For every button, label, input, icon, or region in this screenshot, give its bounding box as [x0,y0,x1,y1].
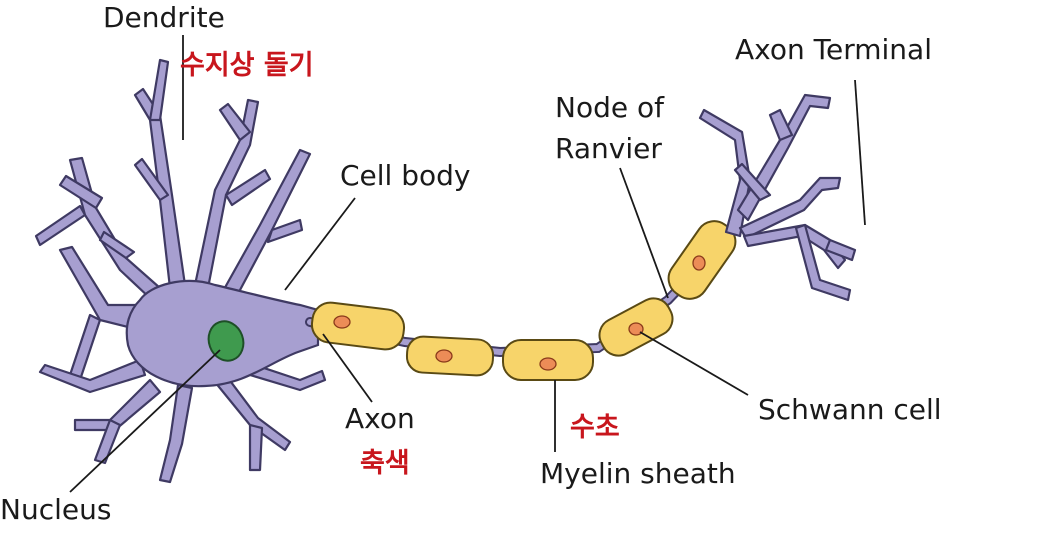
label-myelin-sheath-korean: 수초 [570,412,620,443]
leader-cell-body [284,197,356,291]
axon-terminal-branches [698,93,857,302]
leader-axon-terminal [854,79,866,226]
label-axon: Axon [345,402,415,435]
nucleus [207,320,245,362]
leader-lines [69,35,866,493]
leader-nucleus [69,349,221,493]
label-axon-terminal: Axon Terminal [735,33,932,66]
label-myelin-sheath: Myelin sheath [540,457,736,490]
schwann-nuclei [333,255,706,371]
label-dendrite: Dendrite [103,1,225,34]
leader-node-of-ranvier [619,167,669,299]
label-schwann-cell: Schwann cell [758,393,942,426]
label-axon-korean: 축색 [360,448,410,479]
leader-axon [322,333,373,403]
label-cell-body: Cell body [340,159,471,192]
label-dendrite-korean: 수지상 돌기 [180,50,314,81]
leader-schwann-cell [639,331,749,396]
label-node-of-ranvier-line1: Node of [555,91,664,124]
label-nucleus: Nucleus [0,493,112,526]
label-node-of-ranvier-line2: Ranvier [555,132,662,165]
schwann-cell-1 [310,301,406,351]
dendrites [34,58,327,484]
